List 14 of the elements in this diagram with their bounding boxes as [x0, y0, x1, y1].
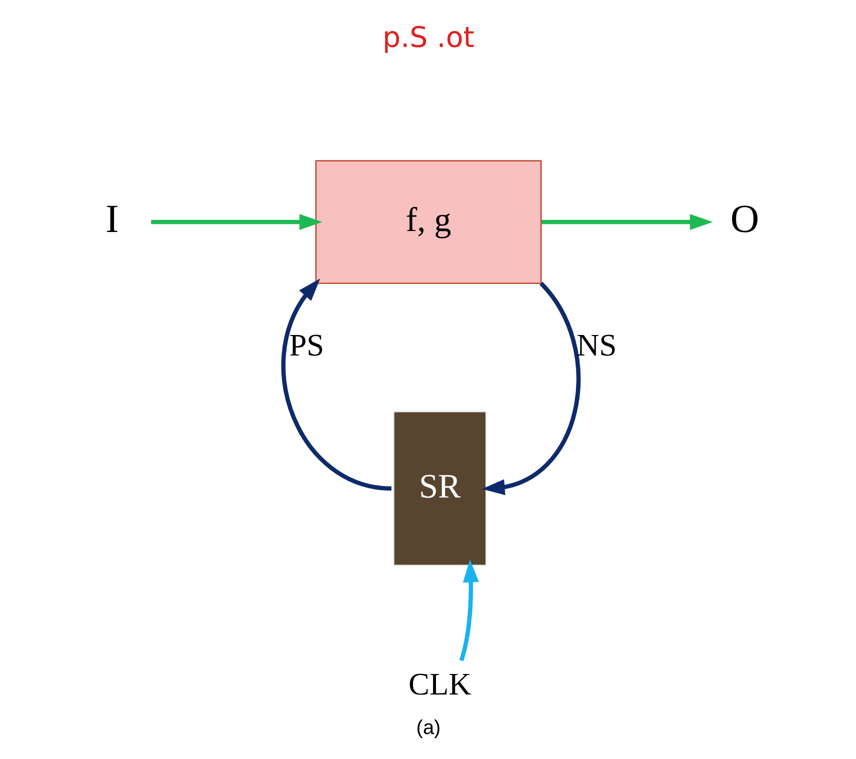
edge-label: NS	[576, 327, 616, 362]
label: p.S .ot	[382, 20, 474, 54]
arrow	[281, 278, 392, 491]
caption: (a)	[416, 716, 440, 739]
node-text: CLK	[408, 666, 471, 702]
node-text: I	[105, 196, 118, 241]
arrow	[541, 214, 712, 230]
edge-label: PS	[288, 327, 324, 362]
arrow	[481, 282, 580, 496]
node-text: O	[730, 196, 759, 241]
node-box: SR	[392, 410, 486, 566]
arrow	[150, 214, 322, 230]
arrow	[458, 560, 478, 662]
node-box: f, g	[314, 160, 542, 284]
